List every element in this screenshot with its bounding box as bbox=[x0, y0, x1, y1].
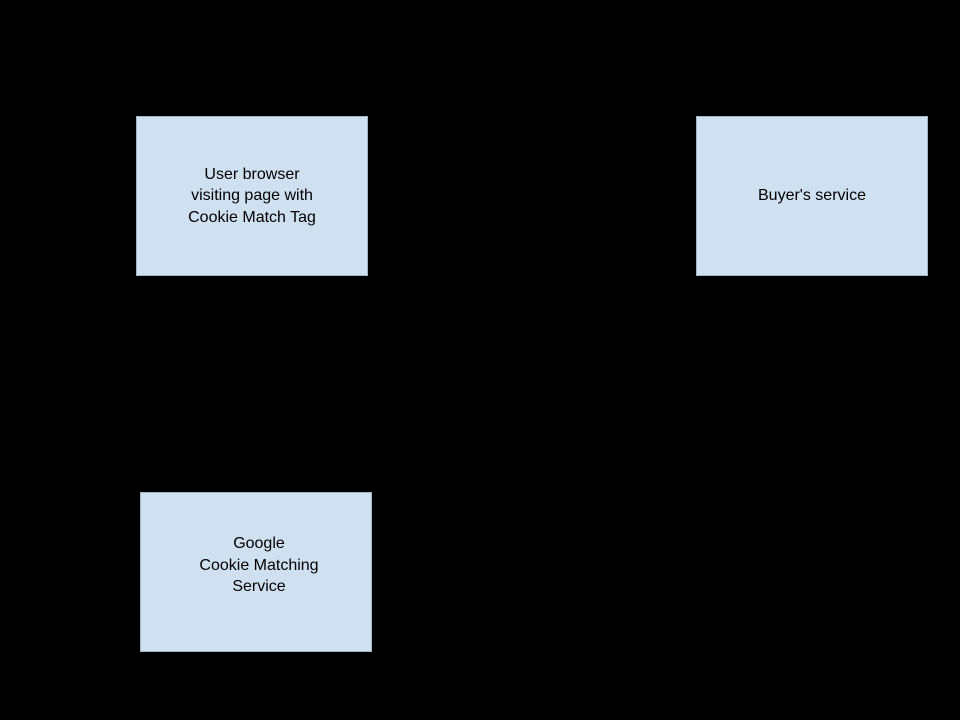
diagram-node-user-browser-label: User browser visiting page with Cookie M… bbox=[188, 165, 316, 226]
diagram-node-google-cookie-matching-service[interactable]: Google Cookie Matching Service bbox=[140, 492, 372, 652]
diagram-node-buyers-service-label: Buyer's service bbox=[758, 187, 866, 205]
diagram-node-buyers-service[interactable]: Buyer's service bbox=[696, 116, 928, 276]
diagram-node-user-browser[interactable]: User browser visiting page with Cookie M… bbox=[136, 116, 368, 276]
diagram-node-google-cookie-matching-service-label: Google Cookie Matching Service bbox=[199, 535, 319, 595]
